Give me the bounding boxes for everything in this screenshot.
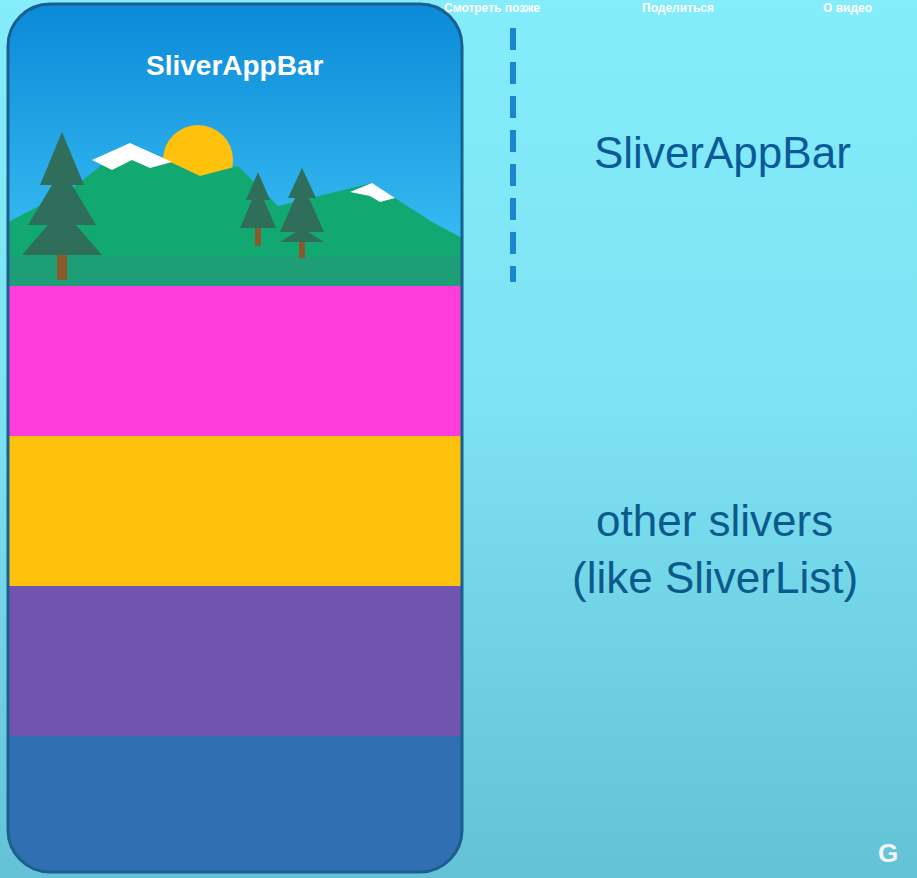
dashed-divider — [510, 312, 516, 878]
video-overlay-text: О видео — [823, 1, 872, 15]
video-overlay-text: Смотреть позже — [444, 1, 540, 15]
phone-frame — [8, 4, 462, 872]
video-overlay-text: Поделиться — [642, 1, 714, 15]
app-bar-region: SliverAppBar — [8, 4, 462, 286]
side-label: other slivers — [596, 496, 833, 546]
side-label: (like SliverList) — [572, 553, 858, 603]
dashed-divider — [510, 28, 516, 282]
side-label: SliverAppBar — [594, 128, 851, 178]
phone-screen — [8, 4, 462, 872]
logo-mark: G — [878, 838, 898, 869]
app-bar-title: SliverAppBar — [146, 50, 323, 82]
